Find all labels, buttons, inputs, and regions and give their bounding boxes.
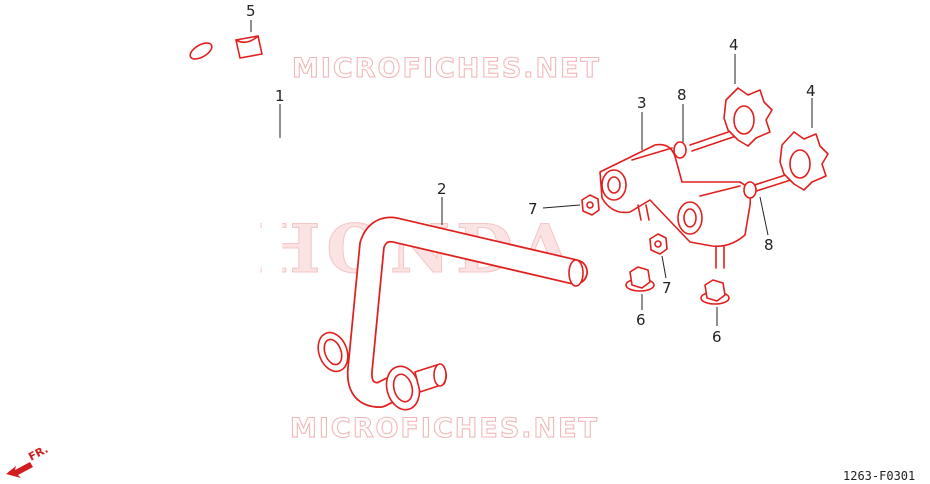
part-3-clamp [599, 143, 752, 269]
part-7-nut-left [581, 194, 600, 216]
callout-8-lower: 8 [764, 236, 774, 254]
part-7-nut-right [649, 233, 668, 255]
callout-7-left: 7 [528, 200, 538, 218]
part-1-tube [179, 42, 349, 389]
part-5-band [235, 35, 263, 59]
arrow-left-icon [6, 462, 33, 478]
callout-5: 5 [246, 2, 256, 20]
callout-1: 1 [275, 87, 285, 105]
watermark-bottom: MICROFICHES.NET [290, 413, 599, 444]
callout-6-left: 6 [636, 311, 646, 329]
callout-6-right: 6 [712, 328, 722, 346]
leader-lines [250, 20, 813, 326]
part-4-knob-upper [689, 87, 773, 152]
callout-4-upper: 4 [729, 36, 739, 54]
watermark-top: MICROFICHES.NET [292, 53, 601, 84]
callout-2: 2 [437, 180, 447, 198]
part-8-washer-lower [743, 181, 757, 199]
part-2-tube [346, 216, 588, 411]
callout-7-right: 7 [662, 279, 672, 297]
part-8-washer-upper [673, 141, 687, 159]
front-direction-indicator: FR. [6, 443, 50, 478]
part-6-flange-nut-left [625, 266, 655, 292]
part-4-knob-lower [744, 131, 829, 195]
part-6-flange-nut-right [700, 279, 730, 305]
callout-8-upper: 8 [677, 86, 687, 104]
callout-4-lower: 4 [806, 82, 816, 100]
direction-label: FR. [26, 443, 50, 464]
diagram-code: 1263-F0301 [843, 469, 915, 483]
callout-3: 3 [637, 94, 647, 112]
